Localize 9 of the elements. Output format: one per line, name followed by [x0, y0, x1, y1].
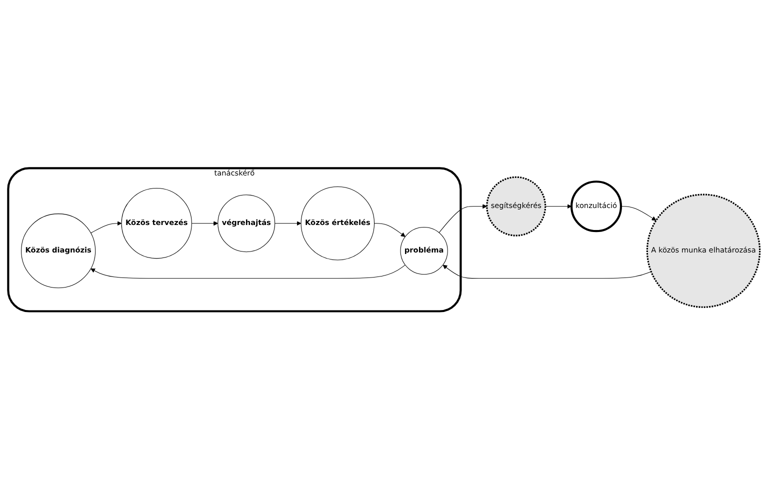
arrow — [442, 265, 652, 279]
arrow — [90, 264, 406, 279]
arrow — [191, 221, 218, 226]
arrow — [90, 221, 122, 234]
arrow — [374, 223, 406, 238]
arrow — [274, 221, 302, 226]
arrow — [545, 204, 572, 209]
arrow — [620, 206, 656, 221]
arrow — [438, 204, 488, 234]
